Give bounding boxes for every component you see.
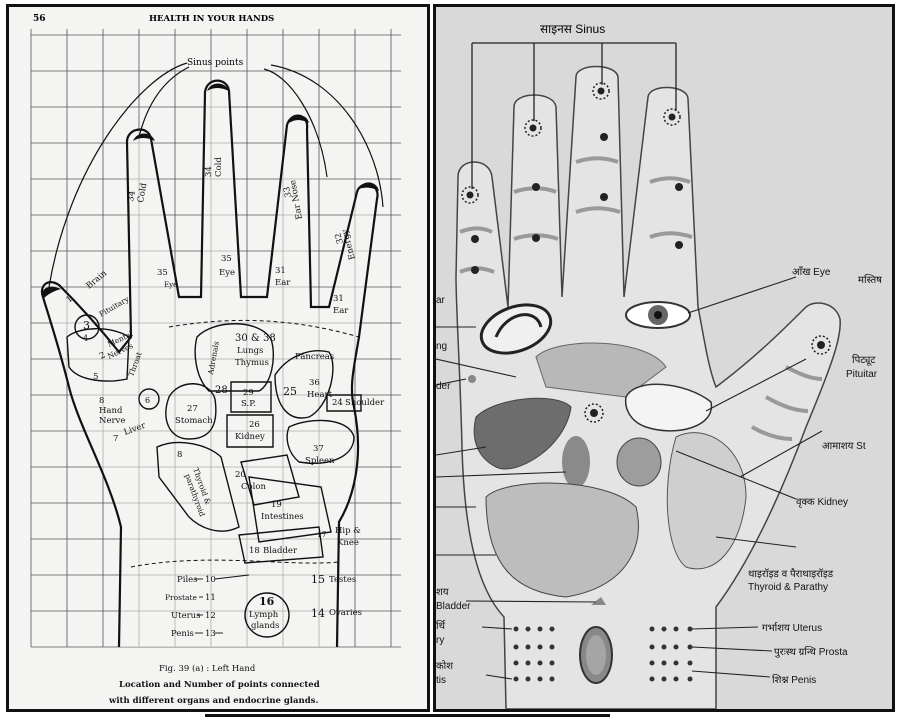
bottom-border-strip — [205, 714, 610, 717]
label-16: 16 — [259, 595, 275, 608]
label-35b: 35 — [221, 254, 232, 264]
label-left-bladder-hi: शय — [436, 587, 449, 598]
label-4: 4 — [83, 334, 88, 343]
label-testes: Testes — [329, 575, 356, 585]
label-left-der: der — [436, 381, 451, 392]
left-hand-chart-panel: 56 HEALTH IN YOUR HANDS Sinus points 34 … — [6, 4, 430, 712]
label-pituitary: Pituitary — [98, 294, 132, 319]
label-prostate: पुरःस्थ ग्रन्थि Prosta — [774, 646, 848, 658]
label-pituitary-hi: पिट्यूट — [852, 354, 876, 366]
label-19: 19 — [271, 500, 282, 510]
label-11: 11 — [205, 593, 216, 603]
label-bladder: Bladder — [263, 546, 298, 556]
label-intestines: Intestines — [261, 512, 304, 522]
label-left-ry: ry — [436, 635, 444, 646]
label-left-bladder: Bladder — [436, 601, 471, 612]
left-hand-diagram: 56 HEALTH IN YOUR HANDS Sinus points 34 … — [9, 7, 427, 709]
label-12: 12 — [205, 611, 216, 621]
label-hip: Hip & — [335, 526, 361, 536]
label-3: 3 — [83, 319, 90, 332]
caption-line-2: Location and Number of points connected — [119, 680, 320, 690]
label-stomach: आमाशय St — [822, 441, 866, 452]
label-ear-b: Ear — [333, 306, 349, 316]
label-left-ry-hi: र्थि — [436, 620, 446, 632]
label-18: 18 — [249, 546, 260, 556]
label-uterus: गर्भाशय Uterus — [762, 622, 822, 634]
label-31a: 31 — [275, 266, 286, 276]
label-14: 14 — [311, 607, 325, 620]
label-6: 6 — [145, 396, 150, 405]
label-sp: S.P. — [241, 399, 256, 409]
label-pituitary: Pituitar — [846, 369, 878, 380]
label-thyroid-hi: थाइरॉइड व पैराथाइरॉइड — [748, 568, 834, 580]
label-10: 10 — [205, 575, 216, 585]
page-number: 56 — [33, 14, 46, 24]
label-34-cold-b: 34 — [204, 166, 214, 177]
label-kidney: वृक्क Kidney — [796, 497, 848, 508]
label-shoulder: Shoulder — [345, 398, 385, 408]
label-26: 26 — [249, 420, 260, 430]
right-hand-diagram: साइनस Sinus — [436, 7, 892, 709]
label-thyroid: Thyroid & Parathy — [748, 582, 828, 593]
label-ear-a: Ear — [275, 278, 291, 288]
label-uterus: Uterus — [171, 611, 201, 621]
figure-caption: Fig. 39 (a) : Left Hand Location and Num… — [108, 663, 320, 706]
label-penis: शिश्न Penis — [772, 674, 816, 686]
label-nerve: Nerve — [99, 416, 125, 426]
label-prostate: Prostate — [165, 593, 197, 602]
label-15: 15 — [311, 573, 325, 586]
label-stomach: Stomach — [175, 416, 213, 426]
label-hand: Hand — [99, 406, 123, 416]
label-brain: मस्तिष — [858, 274, 882, 286]
label-brain: Brain — [85, 268, 110, 291]
label-ovaries: Ovaries — [329, 608, 362, 618]
page-header: HEALTH IN YOUR HANDS — [149, 14, 274, 24]
label-8: 8 — [99, 396, 104, 406]
right-hand-chart-panel: साइनस Sinus — [433, 4, 895, 712]
label-lymph: Lymph — [249, 610, 279, 620]
label-20: 20 — [235, 470, 246, 480]
label-7: 7 — [113, 434, 118, 444]
label-17: 17 — [317, 530, 327, 539]
label-colon: Colon — [241, 482, 266, 492]
label-lungs: Lungs — [237, 346, 263, 356]
label-25: 25 — [283, 385, 297, 398]
label-5: 5 — [93, 372, 98, 382]
label-penis: Penis — [171, 629, 194, 639]
label-heart: Heart — [307, 390, 333, 400]
label-cold-b: Cold — [214, 157, 224, 177]
label-8b: 8 — [177, 450, 182, 460]
sinus-points-label: Sinus points — [187, 58, 244, 68]
label-glands: glands — [251, 621, 280, 631]
label-knee: Knee — [337, 538, 359, 548]
label-left-tis-hi: कोश — [436, 660, 453, 672]
label-left-ar: ar — [436, 295, 446, 306]
label-piles: Piles — [177, 575, 198, 585]
label-thymus: Thymus — [235, 358, 269, 368]
sinus-label: साइनस Sinus — [540, 22, 605, 36]
label-kidney: Kidney — [235, 432, 265, 442]
label-eye-small: Eye — [164, 281, 177, 289]
label-35a: 35 — [157, 268, 168, 278]
label-29: 29 — [243, 388, 254, 398]
label-24: 24 — [332, 398, 343, 408]
label-spleen: Spleen — [305, 456, 335, 466]
label-left-ng: ng — [436, 341, 447, 352]
label-27: 27 — [187, 404, 198, 414]
caption-line-3: with different organs and endocrine glan… — [108, 696, 318, 706]
label-36: 36 — [309, 378, 320, 388]
label-eye: आँख Eye — [792, 266, 831, 278]
label-pancreas: Pancreas — [295, 352, 334, 362]
label-left-tis: tis — [436, 675, 446, 686]
label-37: 37 — [313, 444, 324, 454]
label-30-38: 30 & 38 — [235, 333, 276, 344]
label-28: 28 — [215, 385, 228, 396]
label-eye: Eye — [219, 268, 235, 278]
label-31b: 31 — [333, 294, 344, 304]
caption-line-1: Fig. 39 (a) : Left Hand — [159, 663, 256, 674]
label-13: 13 — [205, 629, 216, 639]
